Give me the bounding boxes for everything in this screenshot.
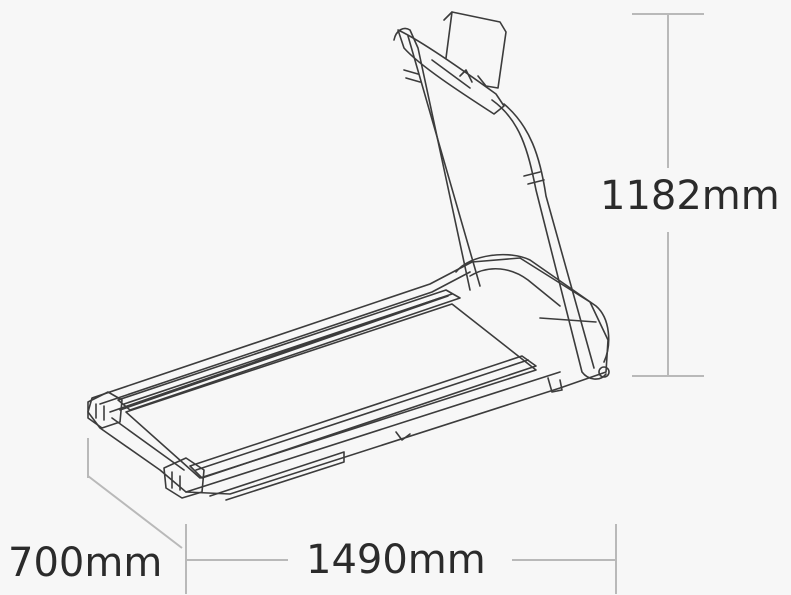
width-dimension-line — [87, 438, 183, 549]
height-dimension-label: 1182mm — [600, 173, 780, 219]
length-dimension-line — [185, 524, 617, 594]
width-dimension-label: 700mm — [8, 540, 163, 586]
dimension-lines — [87, 13, 704, 594]
treadmill-deck — [87, 253, 610, 501]
length-dimension-label: 1490mm — [306, 537, 486, 583]
treadmill-console — [397, 11, 507, 115]
treadmill-uprights — [393, 27, 610, 380]
height-dimension-line — [632, 13, 704, 377]
treadmill-drawing — [87, 11, 610, 501]
